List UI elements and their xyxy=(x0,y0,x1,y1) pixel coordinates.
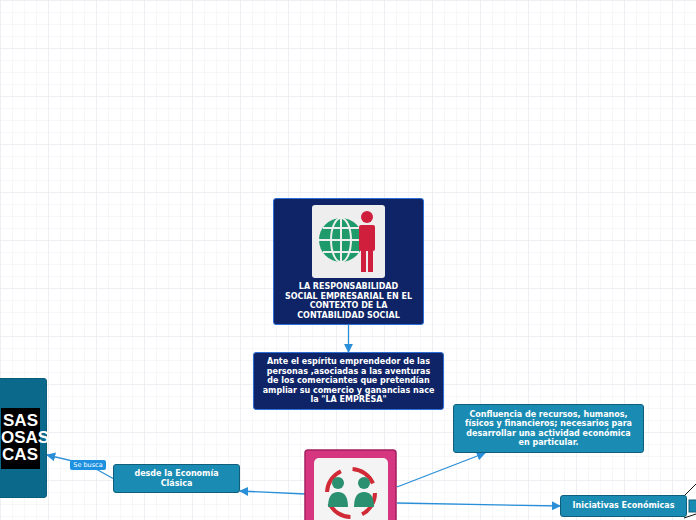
node-text: LA RESPONSABILIDAD SOCIAL EMPRESARIAL EN… xyxy=(282,282,415,320)
node-text: Iniciativas Económicas xyxy=(569,501,678,511)
node-text: SAS OSAS CAS xyxy=(1,408,40,469)
concept-box: Confluencia de recursos, humanos, físico… xyxy=(453,404,644,453)
branch-line xyxy=(397,453,485,487)
intro-box: Ante el espíritu emprendedor de las pers… xyxy=(253,352,444,410)
node-text: Confluencia de recursos, humanos, físico… xyxy=(462,410,635,448)
node-text: Ante el espíritu emprendedor de las pers… xyxy=(262,357,435,405)
topic-box: Iniciativas Económicas xyxy=(560,495,687,517)
branch-line xyxy=(397,503,560,506)
edge-label: Se busca xyxy=(70,460,105,470)
topic-box: desde la Economía Clásica xyxy=(113,464,240,493)
branch-line xyxy=(240,491,305,494)
partial-box xyxy=(689,500,696,512)
connector xyxy=(47,455,113,479)
branch-line xyxy=(684,484,696,496)
image-box: SAS OSAS CAS xyxy=(0,378,47,498)
title-box: LA RESPONSABILIDAD SOCIAL EMPRESARIAL EN… xyxy=(273,198,424,325)
node-text: desde la Economía Clásica xyxy=(122,469,231,488)
connector xyxy=(348,325,349,352)
